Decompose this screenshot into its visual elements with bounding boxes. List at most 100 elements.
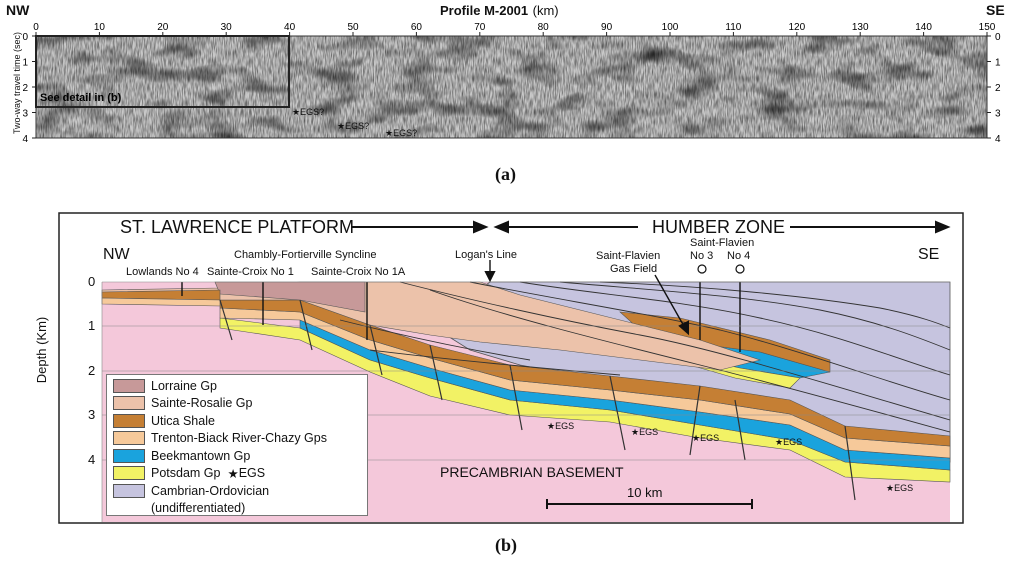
legend-swatch — [113, 483, 145, 498]
y-tick-label: 4 — [995, 134, 1001, 145]
legend-label: Utica Shale — [151, 413, 215, 428]
y-tick-label: 1 — [22, 58, 28, 69]
legend-label: (undifferentiated) — [151, 501, 246, 516]
egs-marker-a1: ★EGS? — [292, 107, 325, 117]
legend-swatch — [113, 413, 145, 428]
gas-field-label-2: Gas Field — [610, 263, 658, 275]
legend-item-beekmantown: Beekmantown Gp — [113, 447, 361, 465]
seismic-y-ticks: 0 0 1 1 2 2 3 3 4 4 — [22, 32, 1001, 145]
panel-a-caption: (a) — [495, 164, 516, 184]
legend-item-undiff: (undifferentiated) — [113, 500, 361, 518]
egs-marker-a2: ★EGS? — [337, 121, 370, 131]
egs-label: EGS — [700, 433, 720, 443]
depth-tick-4: 4 — [88, 452, 96, 467]
y-tick-label: 1 — [995, 58, 1001, 69]
egs-label: EGS — [639, 427, 659, 437]
depth-tick-1: 1 — [88, 318, 96, 333]
well-lowlands: Lowlands No 4 — [126, 266, 199, 278]
x-tick-label: 90 — [601, 22, 613, 33]
y-tick-label: 2 — [22, 83, 28, 94]
x-tick-label: 140 — [915, 22, 932, 33]
x-tick-label: 50 — [347, 22, 359, 33]
x-tick-label: 80 — [538, 22, 550, 33]
y-tick-label: 0 — [22, 32, 28, 43]
egs-label: EGS — [783, 437, 803, 447]
st-lawrence-platform-label: ST. LAWRENCE PLATFORM — [120, 217, 355, 237]
panel-b-nw-label: NW — [103, 246, 130, 263]
legend-swatch — [113, 378, 145, 393]
x-tick-label: 100 — [662, 22, 679, 33]
panel-a-nw-label: NW — [6, 2, 30, 18]
legend-label: Sainte-Rosalie Gp — [151, 396, 253, 411]
legend-label: Trenton-Biack River-Chazy Gps — [151, 431, 327, 446]
egs-label: EGS? — [300, 107, 325, 117]
legend-item-potsdam: Potsdam Gp ★EGS — [113, 465, 361, 483]
y-tick-label: 3 — [995, 109, 1001, 120]
legend-label: Potsdam Gp — [151, 466, 221, 481]
depth-axis-label: Depth (Km) — [34, 316, 49, 384]
egs-marker-b4: ★EGS — [775, 437, 803, 447]
legend-egs-star-icon: ★ — [227, 466, 239, 481]
y-tick-label: 4 — [22, 134, 28, 145]
egs-marker-b3: ★EGS — [692, 433, 720, 443]
well-sainte-croix-1a: Sainte-Croix No 1A — [311, 266, 406, 278]
legend-item-utica: Utica Shale — [113, 412, 361, 430]
egs-marker-b5: ★EGS — [886, 483, 914, 493]
basement-label: PRECAMBRIAN BASEMENT — [440, 464, 624, 480]
x-tick-label: 10 — [94, 22, 106, 33]
legend-swatch — [113, 431, 145, 446]
detail-box-label: See detail in (b) — [40, 92, 122, 104]
x-tick-label: 120 — [788, 22, 805, 33]
egs-label: EGS — [894, 483, 914, 493]
depth-tick-2: 2 — [88, 363, 96, 378]
panel-b-caption: (b) — [495, 535, 517, 555]
well-saint-flavien-3-num: No 3 — [690, 250, 714, 262]
legend-swatch — [113, 396, 145, 411]
x-tick-label: 150 — [979, 22, 996, 33]
legend-item-lorraine: Lorraine Gp — [113, 377, 361, 395]
depth-tick-0: 0 — [88, 274, 96, 289]
x-tick-label: 40 — [284, 22, 296, 33]
egs-marker-b2: ★EGS — [631, 427, 659, 437]
legend-label: Beekmantown Gp — [151, 448, 251, 463]
profile-unit: (km) — [532, 3, 559, 18]
detail-box — [35, 35, 290, 108]
legend-egs-label: EGS — [238, 466, 266, 481]
legend-item-cambro: Cambrian-Ordovician — [113, 482, 361, 500]
chambly-syncline-label: Chambly-Fortierville Syncline — [234, 249, 377, 261]
egs-marker-b1: ★EGS — [547, 421, 575, 431]
well-sainte-croix-1: Sainte-Croix No 1 — [207, 266, 294, 278]
legend-item-trenton: Trenton-Biack River-Chazy Gps — [113, 430, 361, 448]
y-tick-label: 3 — [22, 109, 28, 120]
legend-label: Lorraine Gp — [151, 378, 218, 393]
x-tick-label: 0 — [33, 22, 39, 33]
legend-swatch — [113, 466, 145, 481]
utica-unit — [219, 299, 951, 447]
egs-marker-a3: ★EGS? — [385, 128, 418, 138]
logans-line-label: Logan's Line — [455, 249, 518, 261]
depth-tick-3: 3 — [88, 407, 96, 422]
x-tick-label: 130 — [852, 22, 869, 33]
egs-label: EGS? — [345, 121, 370, 131]
panel-a-title: Profile M-2001 (km) — [440, 2, 559, 20]
panel-a-se-label: SE — [986, 2, 1005, 18]
x-tick-label: 60 — [411, 22, 423, 33]
panel-a: NW SE Profile M-2001 (km) Two-way travel… — [0, 0, 1024, 200]
scale-bar-label: 10 km — [627, 485, 663, 500]
egs-label: EGS? — [393, 128, 418, 138]
legend-item-rosalie: Sainte-Rosalie Gp — [113, 395, 361, 413]
gas-field-label-1: Saint-Flavien — [596, 250, 661, 262]
y-tick-label: 2 — [995, 83, 1001, 94]
egs-label: EGS — [555, 421, 575, 431]
well-saint-flavien-3-name: Saint-Flavien — [690, 237, 755, 249]
panel-b-se-label: SE — [918, 246, 940, 263]
x-tick-label: 30 — [221, 22, 233, 33]
legend: Lorraine Gp Sainte-Rosalie Gp Utica Shal… — [106, 374, 368, 516]
legend-swatch — [113, 448, 145, 463]
panel-b: ST. LAWRENCE PLATFORM HUMBER ZONE NW SE … — [0, 200, 1024, 564]
x-tick-label: 110 — [725, 22, 741, 33]
y-tick-label: 0 — [995, 32, 1001, 43]
x-tick-label: 70 — [474, 22, 486, 33]
